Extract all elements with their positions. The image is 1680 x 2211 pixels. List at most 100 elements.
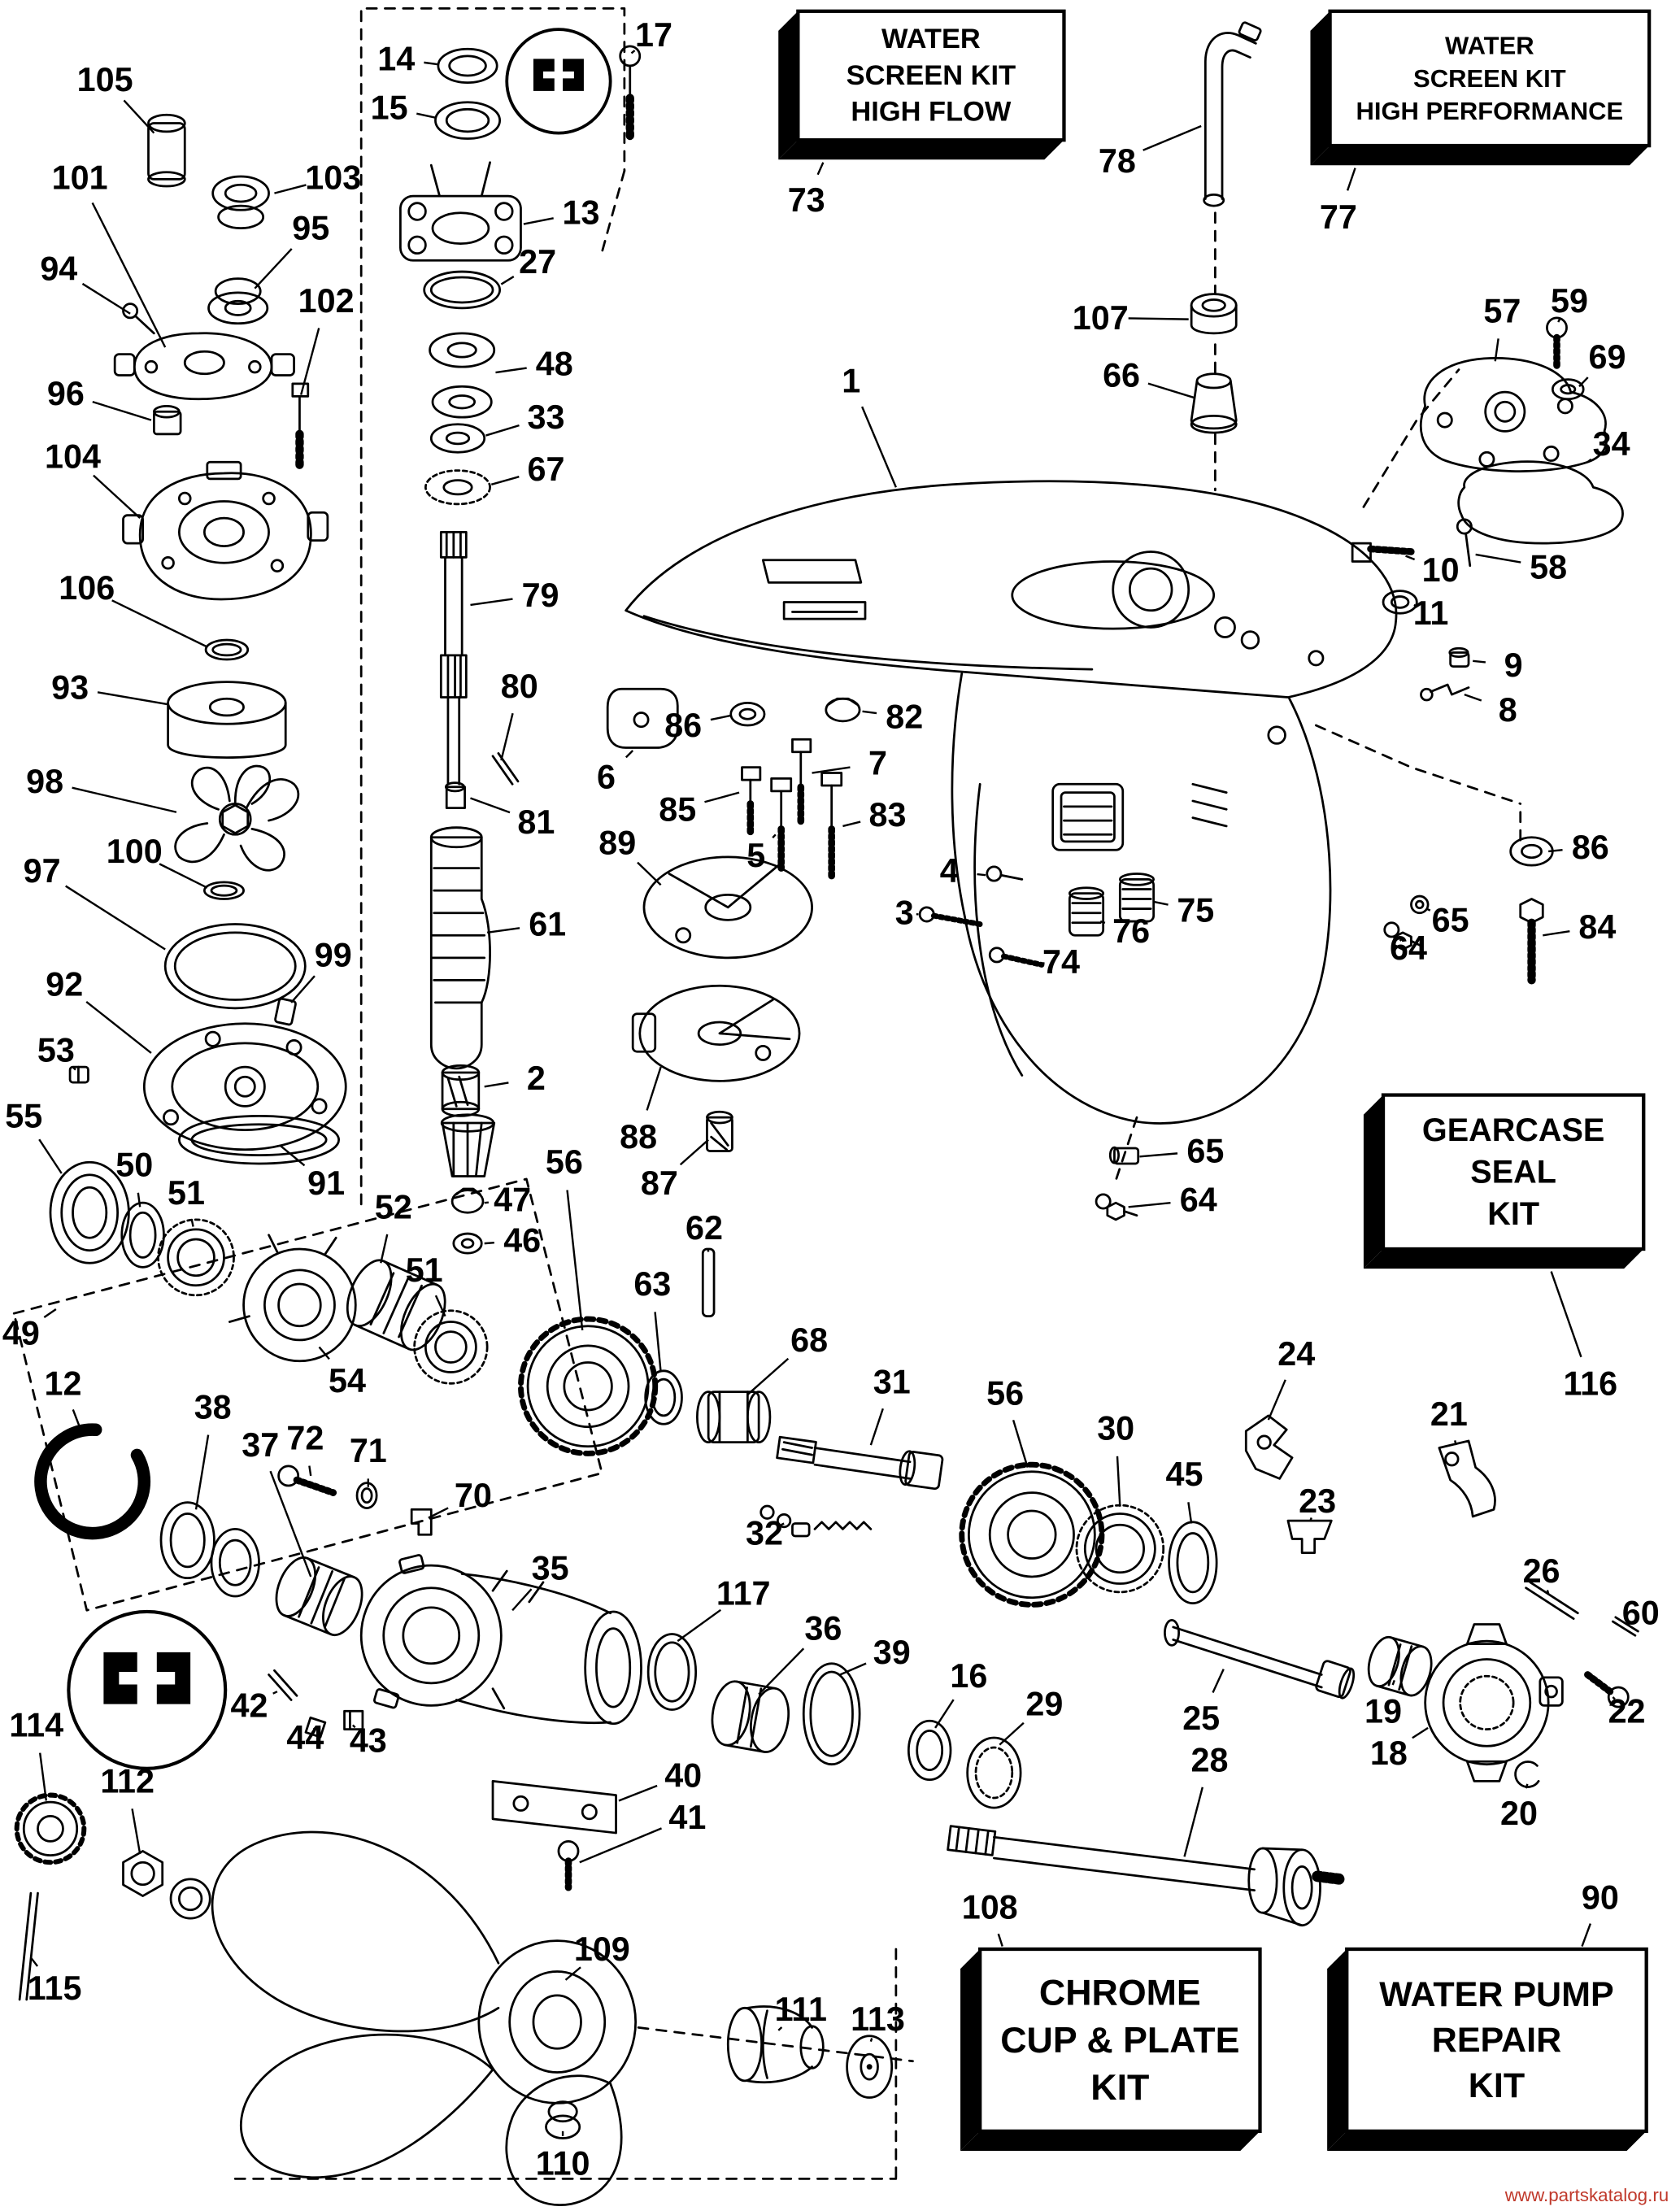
callout-leader-line [500, 712, 514, 761]
callout-leader-line [977, 873, 986, 877]
part-callout-77: 77 [1320, 168, 1357, 236]
part-number-label: 67 [527, 450, 564, 488]
part-number-label: 92 [46, 966, 83, 1003]
part-number-label: 47 [494, 1182, 531, 1219]
part-number-label: 22 [1608, 1692, 1646, 1730]
part-callout-68: 68 [746, 1321, 828, 1395]
part-callout-81: 81 [470, 797, 555, 841]
part-callout-39: 39 [839, 1634, 911, 1676]
part-number-label: 9 [1504, 646, 1523, 684]
part-callout-105: 105 [77, 61, 155, 134]
kit-box-label-line: CHROME [1039, 1973, 1201, 2013]
part-number-label: 106 [59, 569, 115, 607]
callout-leader-line [1581, 1923, 1592, 1947]
part-number-label: 34 [1593, 425, 1630, 463]
callout-leader-line [630, 50, 636, 54]
part-callout-42: 42 [230, 1687, 278, 1724]
callout-leader-line [318, 1346, 330, 1360]
part-number-label: 21 [1430, 1395, 1468, 1433]
part-number-label: 31 [873, 1364, 911, 1401]
callout-leader-line [290, 975, 316, 1003]
part-callout-103: 103 [274, 159, 361, 197]
part-number-label: 98 [26, 763, 63, 800]
part-number-label: 13 [563, 194, 600, 232]
part-callout-95: 95 [254, 210, 329, 289]
part-number-label: 99 [315, 936, 352, 973]
kit-box-side [1363, 1095, 1384, 1269]
part-number-label: 7 [868, 744, 887, 781]
part-callout-9: 9 [1473, 646, 1523, 684]
part-callout-90: 90 [1581, 1878, 1619, 1947]
callout-leader-line [92, 400, 152, 421]
part-callout-34: 34 [1586, 425, 1630, 464]
part-callout-43: 43 [350, 1721, 387, 1759]
part-number-label: 86 [664, 707, 702, 744]
part-number-label: 35 [532, 1550, 569, 1587]
callout-leader-line [1405, 555, 1416, 561]
callout-leader-line [1099, 920, 1106, 925]
callout-leader-line [1464, 693, 1482, 702]
part-number-label: 77 [1320, 198, 1357, 236]
part-number-label: 63 [633, 1265, 671, 1303]
propeller-shaft [907, 1719, 1346, 1927]
callout-leader-line [637, 861, 662, 886]
callout-leader-line [1183, 1787, 1203, 1857]
part-number-label: 102 [298, 282, 355, 320]
kit-box-label-line: SCREEN KIT [1413, 64, 1566, 93]
callout-leader-line [777, 2026, 783, 2031]
callout-leader-line [1494, 338, 1499, 362]
part-callout-70: 70 [428, 1477, 492, 1519]
part-callout-50: 50 [115, 1147, 153, 1208]
part-callout-84: 84 [1543, 908, 1616, 946]
part-number-label: 40 [664, 1756, 702, 1794]
part-callout-97: 97 [24, 852, 166, 951]
part-callout-31: 31 [869, 1364, 911, 1446]
part-number-label: 36 [804, 1610, 842, 1647]
part-number-label: 23 [1299, 1482, 1336, 1520]
callout-leader-line [38, 1138, 63, 1174]
callout-leader-line [772, 833, 777, 838]
callout-leader-line [566, 1190, 584, 1331]
callout-leader-line [707, 1247, 710, 1252]
part-number-label: 73 [788, 181, 825, 219]
part-callout-64: 64 [1390, 929, 1427, 967]
part-number-label: 38 [194, 1389, 232, 1426]
callout-leader-line [1475, 553, 1521, 564]
callout-leader-line [434, 1295, 446, 1317]
right-water-screen-assembly [1351, 316, 1624, 985]
part-number-label: 78 [1099, 142, 1136, 180]
part-callout-106: 106 [59, 569, 208, 648]
part-callout-16: 16 [934, 1657, 987, 1729]
part-number-label: 108 [962, 1888, 1018, 1926]
part-callout-88: 88 [620, 1066, 662, 1156]
callout-leader-line [679, 1138, 709, 1166]
part-number-label: 59 [1551, 282, 1588, 320]
callout-leader-line [72, 786, 177, 813]
part-number-label: 94 [40, 250, 77, 288]
callout-leader-line [1525, 1783, 1529, 1789]
part-callout-20: 20 [1500, 1783, 1538, 1832]
part-callout-38: 38 [194, 1389, 232, 1510]
part-number-label: 56 [546, 1143, 583, 1181]
part-number-label: 86 [1572, 829, 1609, 866]
kit-box-bottom [1310, 146, 1650, 166]
callout-leader-line [654, 1312, 662, 1373]
part-number-label: 62 [685, 1209, 723, 1247]
part-number-label: 8 [1499, 691, 1517, 729]
part-number-label: 87 [641, 1164, 678, 1202]
kit-box-label-line: WATER PUMP [1379, 1975, 1613, 2014]
callout-leader-line [523, 217, 554, 225]
kit-box-bottom [960, 2130, 1260, 2151]
kit-box-label-line: REPAIR [1432, 2021, 1561, 2060]
part-callout-79: 79 [470, 577, 559, 614]
part-number-label: 114 [9, 1706, 63, 1743]
kit-box-label-line: WATER [1445, 32, 1534, 60]
part-number-label: 90 [1582, 1878, 1619, 1916]
callout-leader-line [1548, 849, 1563, 853]
callout-leader-line [746, 1357, 790, 1395]
part-number-label: 71 [350, 1432, 387, 1469]
